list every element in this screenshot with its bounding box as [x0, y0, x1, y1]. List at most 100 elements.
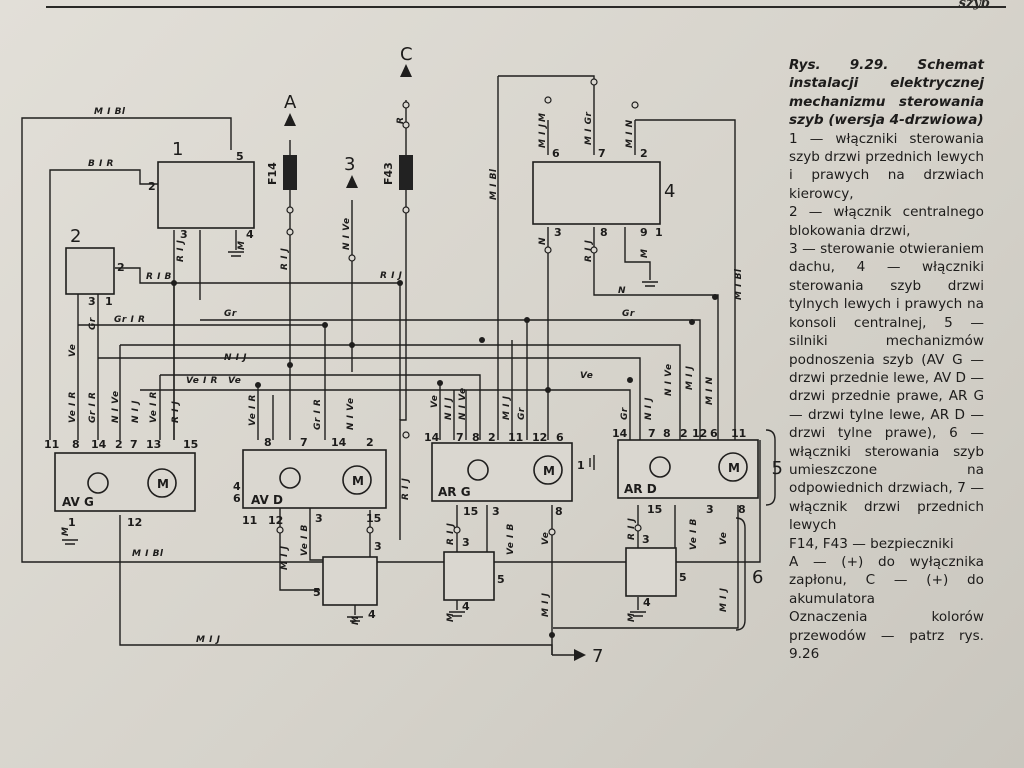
pin-label: 6 — [552, 147, 560, 160]
wire-label: Gr I R — [313, 399, 323, 430]
motor-arg-letter: M — [543, 464, 555, 478]
caption-body: 1 — włączniki sterowania szyb drzwi prze… — [789, 130, 984, 662]
wire-label: R I J — [627, 517, 637, 540]
pin-label: 11 — [508, 431, 523, 444]
wire-label: M I Bl — [734, 268, 744, 300]
motor-ard-icon — [718, 452, 748, 482]
terminal-c-label: C — [400, 44, 413, 65]
pin-label: 15 — [366, 512, 381, 525]
pin-label: 1 — [577, 459, 585, 472]
pin-label: 2 — [148, 180, 156, 193]
wire-label: M — [61, 527, 71, 536]
wire-label: Gr I R — [88, 392, 98, 423]
pin-label: 6 — [233, 492, 241, 505]
wire-label: M — [446, 613, 456, 622]
pin-label: 3 — [315, 512, 323, 525]
pin-label: 8 — [555, 505, 563, 518]
page-header-rule — [46, 6, 1006, 8]
pin-label: 7 — [456, 431, 464, 444]
pin-label: 13 — [146, 438, 161, 451]
pin-label: 1 — [655, 226, 663, 239]
pin-label: 12 — [532, 431, 547, 444]
pin-label: 15 — [183, 438, 198, 451]
pin-label: 5 — [497, 573, 505, 586]
wire-label: M I N — [625, 119, 635, 148]
ref-3-label: 3 — [344, 154, 355, 175]
wire-label: M I J — [541, 592, 551, 617]
pin-label: 8 — [663, 427, 671, 440]
motor-unit-avd-box — [242, 449, 387, 509]
wire-label: M — [627, 613, 637, 622]
pin-label: 6 — [556, 431, 564, 444]
switch-2-box — [65, 247, 115, 295]
arrow-a — [284, 113, 296, 126]
pin-label: 1 — [68, 516, 76, 529]
motor-avg-letter: M — [157, 477, 169, 491]
fuses — [283, 155, 413, 190]
wire-label: Ve I R — [186, 376, 218, 386]
wire-label: N — [538, 237, 548, 245]
door-switch-arg-box — [443, 551, 495, 601]
pin-label: 6 — [710, 427, 718, 440]
pin-label: 7 — [130, 438, 138, 451]
wire-label: Ve I B — [506, 523, 516, 555]
pin-label: 2 — [115, 438, 123, 451]
motor-avd-letter: M — [352, 474, 364, 488]
junction-dots — [171, 280, 718, 638]
wire-label: Ve — [541, 532, 551, 545]
pin-label: 5 — [679, 571, 687, 584]
door-switch-ard-box — [625, 547, 677, 597]
pin-label: 8 — [72, 438, 80, 451]
pin-label: 14 — [424, 431, 440, 444]
motor-unit-ard-label: AR D — [624, 482, 657, 496]
pin-label: 2 — [117, 261, 125, 274]
bracket-5 — [765, 429, 776, 506]
pin-label: 9 — [640, 226, 648, 239]
connector-rings — [276, 78, 642, 536]
motor-unit-avg-box — [54, 452, 196, 512]
pin-label: 3 — [706, 503, 714, 516]
wire-label: M I J — [719, 587, 729, 612]
wire-label: M — [237, 241, 247, 250]
wire-label: Ve — [430, 395, 440, 408]
switch-4-box — [532, 161, 661, 225]
pin-label: 14 — [331, 436, 347, 449]
bracket-6 — [735, 517, 746, 631]
wire-label: M — [351, 616, 361, 625]
wire-label: N — [618, 286, 626, 296]
wire-label: R I J — [401, 477, 411, 500]
pin-label: 3 — [462, 536, 470, 549]
pin-label: 4 — [233, 480, 241, 493]
wire-label: R I J — [446, 522, 456, 545]
arrow-3 — [346, 175, 358, 188]
motor-ard-letter: M — [728, 461, 740, 475]
fuse-f14 — [283, 155, 297, 190]
wire-label: R I B — [146, 272, 172, 282]
pin-label: 8 — [600, 226, 608, 239]
ref-1-label: 1 — [172, 139, 183, 160]
wire-label: Ve — [580, 371, 593, 381]
ground-icon — [449, 611, 465, 617]
wire-label: Ve — [68, 344, 78, 357]
wire-label: Gr — [620, 407, 630, 420]
caption-title: Rys. 9.29. Schemat instalacji elektryczn… — [789, 57, 984, 129]
wire-label: M I J — [538, 123, 548, 148]
wire-label: M I J — [196, 635, 221, 645]
wire-label: Gr — [88, 317, 98, 330]
terminal-a-label: A — [284, 92, 297, 113]
pin-label: 3 — [642, 533, 650, 546]
pin-label: 11 — [44, 438, 59, 451]
motor-arg-icon — [533, 455, 563, 485]
wire-label: R I J — [280, 247, 290, 270]
pin-label: 3 — [492, 505, 500, 518]
motor-symbols — [87, 452, 748, 498]
ground-icon — [228, 251, 244, 257]
wire-label: N I J — [444, 397, 454, 420]
wire-label: M — [538, 113, 548, 122]
wire-label: Gr — [517, 407, 527, 420]
motor-unit-avg-label: AV G — [62, 495, 94, 509]
wire-label: Gr I R — [114, 315, 145, 325]
arrow-c — [400, 64, 412, 77]
ref-2-label: 2 — [70, 226, 81, 247]
wire-label: R I J — [584, 239, 594, 262]
